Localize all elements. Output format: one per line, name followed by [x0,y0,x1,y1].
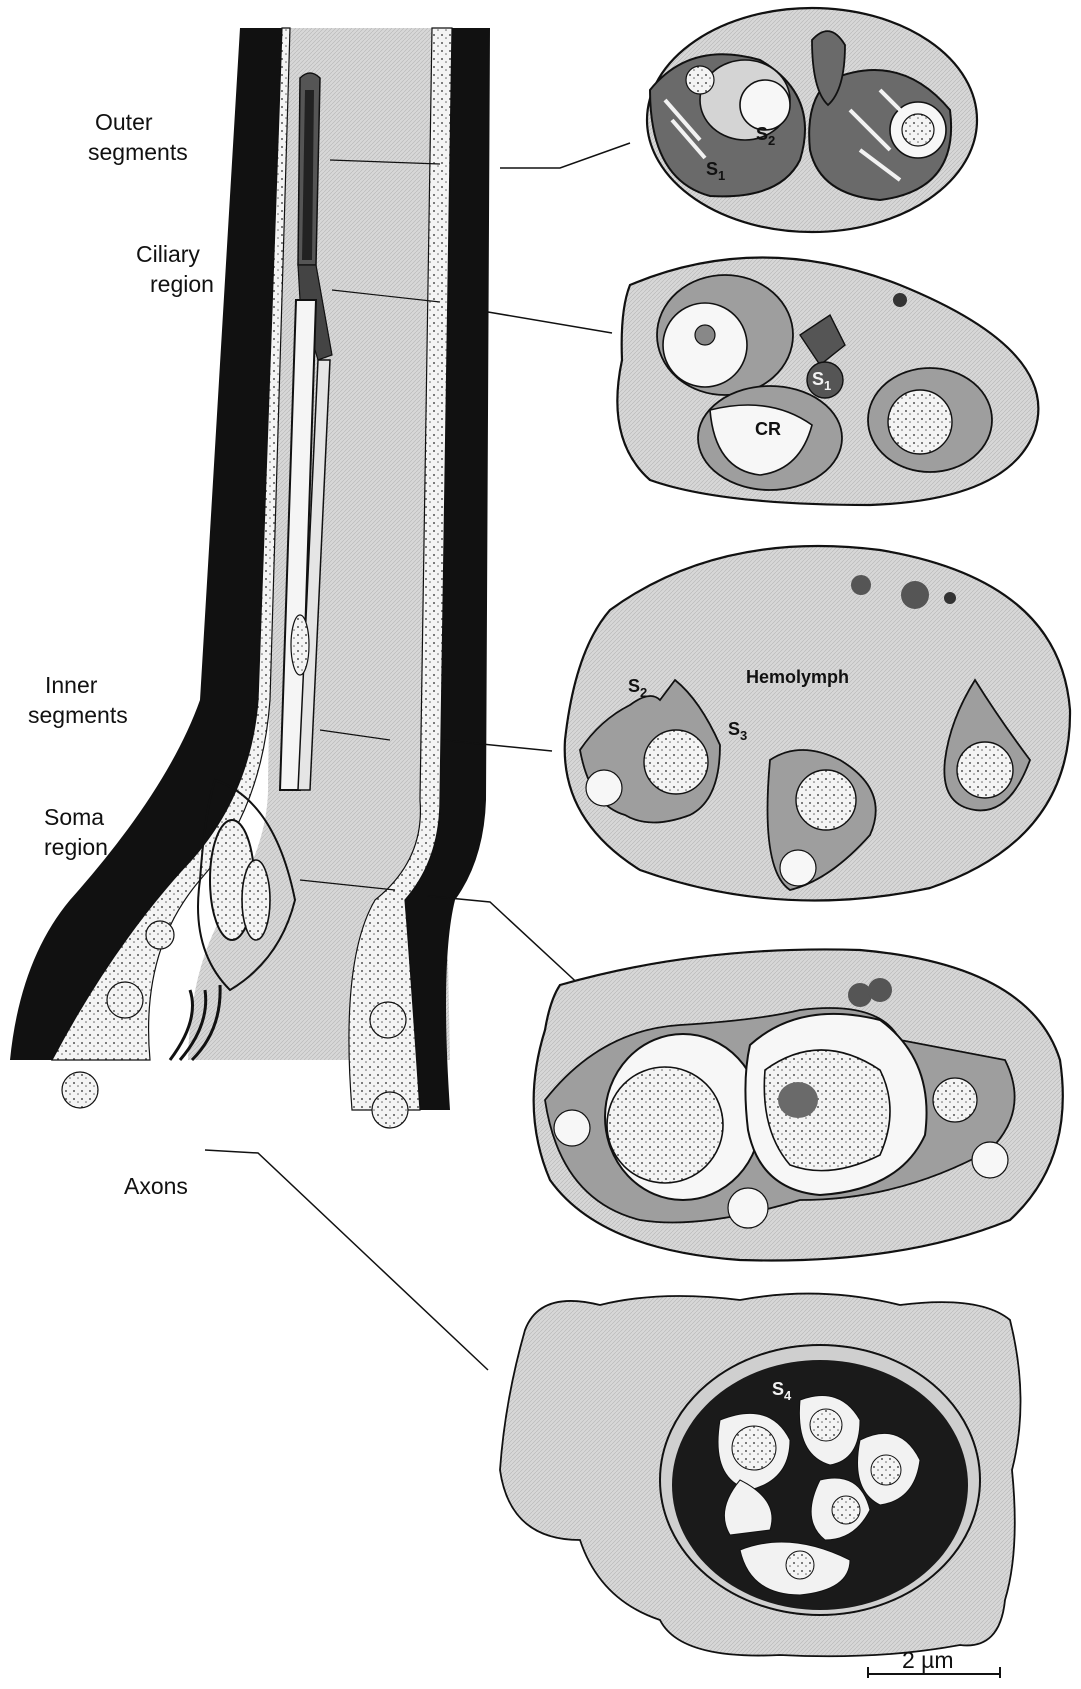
dendrite-nucleus [291,615,309,675]
soma-cell-2 [242,860,270,940]
label-inner-1: Inner [45,672,98,698]
svg-text:Outer: Outer [95,109,153,135]
section-outer-segments: S1 S2 [647,8,977,232]
label-inner-2: segments [28,702,128,728]
svg-text:Soma: Soma [44,804,104,830]
label-ciliary-1: Ciliary [136,241,200,267]
svg-text:Axons: Axons [124,1173,188,1199]
right-sheath-nucleus-2 [372,1092,408,1128]
right-sheath-nucleus-1 [370,1002,406,1038]
label-outer-2: segments [88,139,188,165]
svg-text:Inner: Inner [45,672,98,698]
section-soma-region [534,949,1063,1260]
label-hemolymph: Hemolymph [746,667,849,687]
svg-text:segments: segments [88,139,188,165]
label-outer-1: Outer [95,109,153,135]
label-cr: CR [755,419,781,439]
scale-bar-label: 2 µm [902,1647,954,1673]
left-sheath-nucleus-2 [107,982,143,1018]
left-sheath-nucleus-3 [62,1072,98,1108]
section-axons: S4 [500,1294,1021,1657]
section-ciliary-region: S1 CR [617,258,1038,506]
section-inner-segments: Hemolymph S2 S3 [565,546,1070,900]
left-sheath-nucleus-1 [146,921,174,949]
svg-text:region: region [150,271,214,297]
label-soma-1: Soma [44,804,104,830]
svg-text:region: region [44,834,108,860]
label-soma-2: region [44,834,108,860]
svg-text:segments: segments [28,702,128,728]
svg-text:Ciliary: Ciliary [136,241,200,267]
label-ciliary-2: region [150,271,214,297]
longitudinal-sensillum [10,28,490,1128]
label-axons: Axons [124,1173,188,1199]
